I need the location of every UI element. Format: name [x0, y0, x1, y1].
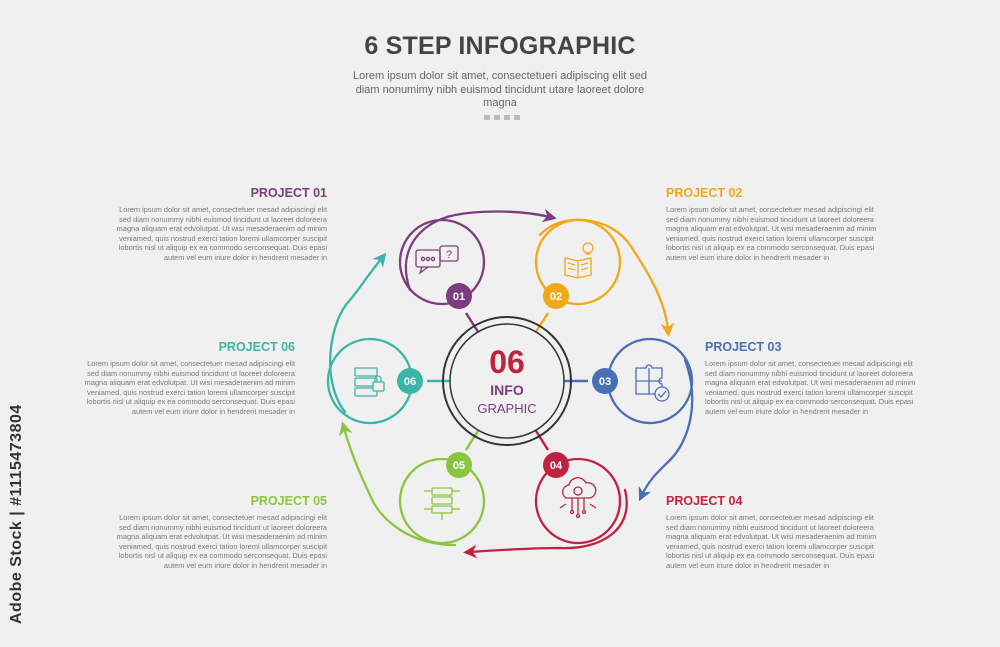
svg-text:01: 01: [453, 291, 465, 303]
project-06-text: Lorem ipsum dolor sit amet, consectetuer…: [84, 359, 295, 416]
project-01-text: Lorem ipsum dolor sit amet, consectetuer…: [116, 205, 327, 262]
project-03-text: Lorem ipsum dolor sit amet, consectetuer…: [705, 359, 916, 416]
step-03: [606, 337, 694, 502]
chat-icon: ?: [415, 245, 459, 275]
project-04-block: PROJECT 04 Lorem ipsum dolor sit amet, c…: [666, 494, 881, 571]
badge-01: 01: [446, 283, 472, 309]
badge-02: 02: [543, 283, 569, 309]
server-network-icon: [424, 487, 460, 520]
center-outer-ring: [442, 316, 572, 446]
project-01-title: PROJECT 01: [250, 186, 327, 200]
svg-text:05: 05: [453, 460, 465, 472]
badge-05: 05: [446, 452, 472, 478]
badge-04: 04: [543, 452, 569, 478]
project-05-text: Lorem ipsum dolor sit amet, consectetuer…: [116, 513, 327, 570]
badge-06: 06: [397, 368, 423, 394]
book-idea-icon: [564, 242, 594, 279]
divider-dots: [484, 115, 520, 120]
badge-03: 03: [592, 368, 618, 394]
project-06-block: PROJECT 06 Lorem ipsum dolor sit amet, c…: [80, 340, 295, 417]
project-01-block: PROJECT 01 Lorem ipsum dolor sit amet, c…: [112, 186, 327, 263]
center-line2: GRAPHIC: [477, 401, 536, 416]
step-01: [398, 208, 557, 306]
project-03-title: PROJECT 03: [705, 340, 782, 354]
puzzle-check-icon: [635, 364, 670, 402]
project-03-block: PROJECT 03 Lorem ipsum dolor sit amet, c…: [705, 340, 920, 417]
step-06: [326, 252, 414, 425]
center-number: 06: [489, 344, 525, 380]
center-line1: INFO: [490, 382, 524, 398]
svg-text:06: 06: [404, 376, 416, 388]
project-06-title: PROJECT 06: [218, 340, 295, 354]
server-lock-icon: [354, 367, 385, 397]
project-05-block: PROJECT 05 Lorem ipsum dolor sit amet, c…: [112, 494, 327, 571]
cloud-gear-icon: [559, 477, 597, 519]
step-04: [463, 457, 628, 559]
svg-text:02: 02: [550, 291, 562, 303]
project-04-title: PROJECT 04: [666, 494, 743, 508]
step-05: [339, 421, 486, 547]
project-02-block: PROJECT 02 Lorem ipsum dolor sit amet, c…: [666, 186, 881, 263]
page-title: 6 STEP INFOGRAPHIC: [364, 32, 636, 60]
project-02-title: PROJECT 02: [666, 186, 743, 200]
center-inner-ring: [449, 323, 565, 439]
svg-text:03: 03: [599, 376, 611, 388]
svg-text:?: ?: [446, 249, 452, 261]
svg-text:04: 04: [550, 460, 563, 472]
project-02-text: Lorem ipsum dolor sit amet, consectetuer…: [666, 205, 877, 262]
project-04-text: Lorem ipsum dolor sit amet, consectetuer…: [666, 513, 877, 570]
step-02: [534, 218, 675, 337]
page-subtitle: Lorem ipsum dolor sit amet, consectetuer…: [352, 70, 648, 109]
project-05-title: PROJECT 05: [250, 494, 327, 508]
